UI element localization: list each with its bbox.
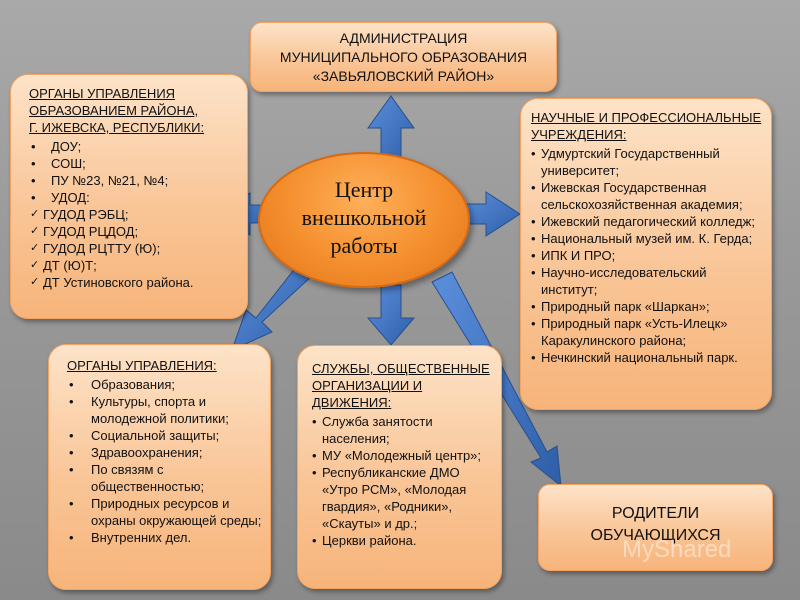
education-bodies-title-2: ОБРАЗОВАНИЕМ РАЙОНА, <box>29 103 199 118</box>
list-item: Культуры, спорта и молодежной политики; <box>67 393 262 427</box>
arrow-to-services <box>366 284 416 346</box>
list-item: По связям с общественностью; <box>67 461 262 495</box>
education-bodies-box: ОРГАНЫ УПРАВЛЕНИЯ ОБРАЗОВАНИЕМ РАЙОНА, Г… <box>10 74 248 319</box>
list-item: Ижевский педагогический колледж; <box>531 213 763 230</box>
arrow-to-science <box>461 191 521 237</box>
list-item: Здравоохранения; <box>67 444 262 461</box>
parents-box: РОДИТЕЛИ ОБУЧАЮЩИХСЯ <box>538 484 773 571</box>
education-bodies-title-3: Г. ИЖЕВСКА, РЕСПУБЛИКИ: <box>29 120 205 135</box>
admin-line-3: «ЗАВЬЯЛОВСКИЙ РАЙОН» <box>312 68 495 84</box>
list-item: Удмуртский Государственный университет; <box>531 145 763 179</box>
list-item: ДОУ; <box>29 138 239 155</box>
list-item: Церкви района. <box>312 532 493 549</box>
list-item: ИПК И ПРО; <box>531 247 763 264</box>
science-institutions-box: НАУЧНЫЕ И ПРОФЕССИОНАЛЬНЫЕ УЧРЕЖДЕНИЯ: У… <box>520 98 772 410</box>
management-bodies-list: Образования; Культуры, спорта и молодежн… <box>67 376 262 546</box>
list-item: Ижевская Государственная сельскохозяйств… <box>531 179 763 213</box>
list-item: МУ «Молодежный центр»; <box>312 447 493 464</box>
list-item: УДОД: <box>29 189 239 206</box>
list-item: СОШ; <box>29 155 239 172</box>
watermark: MyShared <box>622 536 732 563</box>
admin-box: АДМИНИСТРАЦИЯ МУНИЦИПАЛЬНОГО ОБРАЗОВАНИЯ… <box>250 22 557 92</box>
services-title-1: СЛУЖБЫ, ОБЩЕСТВЕННЫЕ <box>312 361 490 376</box>
list-item: Природный парк «Усть-Илецк» Каракулинско… <box>531 315 763 349</box>
arrow-to-management-bodies <box>231 261 315 351</box>
sub-list-item: ГУДОД РЭБЦ; <box>29 206 239 223</box>
center-line-1: Центр <box>334 177 394 202</box>
list-item: ПУ №23, №21, №4; <box>29 172 239 189</box>
list-item: Национальный музей им. К. Герда; <box>531 230 763 247</box>
sub-list-item: ГУДОД РЦДОД; <box>29 223 239 240</box>
sub-list-item: ДТ Устиновского района. <box>29 274 239 291</box>
center-line-2: внешкольной <box>301 205 427 230</box>
science-title-1: НАУЧНЫЕ И ПРОФЕССИОНАЛЬНЫЕ <box>531 110 762 125</box>
services-box: СЛУЖБЫ, ОБЩЕСТВЕННЫЕ ОРГАНИЗАЦИИ И ДВИЖЕ… <box>297 345 502 589</box>
list-item: Нечкинский национальный парк. <box>531 349 763 366</box>
list-item: Научно-исследовательский институт; <box>531 264 763 298</box>
admin-line-1: АДМИНИСТРАЦИЯ <box>339 30 468 46</box>
services-title-2: ОРГАНИЗАЦИИ И <box>312 378 423 393</box>
list-item: Образования; <box>67 376 262 393</box>
parents-line-2: ОБУЧАЮЩИХСЯ <box>590 527 721 544</box>
list-item: Социальной защиты; <box>67 427 262 444</box>
list-item: Служба занятости населения; <box>312 413 493 447</box>
science-title-2: УЧРЕЖДЕНИЯ: <box>531 127 627 142</box>
list-item: Республиканские ДМО «Утро РСМ», «Молодая… <box>312 464 493 532</box>
science-list: Удмуртский Государственный университет; … <box>531 145 763 366</box>
education-bodies-title-1: ОРГАНЫ УПРАВЛЕНИЯ <box>29 86 176 101</box>
center-line-3: работы <box>330 233 398 258</box>
management-bodies-box: ОРГАНЫ УПРАВЛЕНИЯ: Образования; Культуры… <box>48 344 271 590</box>
sub-list-item: ГУДОД РЦТТУ (Ю); <box>29 240 239 257</box>
list-item: Природный парк «Шаркан»; <box>531 298 763 315</box>
admin-line-2: МУНИЦИПАЛЬНОГО ОБРАЗОВАНИЯ <box>279 49 528 65</box>
parents-line-1: РОДИТЕЛИ <box>611 505 700 522</box>
center-ellipse: Центр внешкольной работы <box>258 152 470 288</box>
list-item: Природных ресурсов и охраны окружающей с… <box>67 495 262 529</box>
management-bodies-title: ОРГАНЫ УПРАВЛЕНИЯ: <box>67 358 217 373</box>
sub-list-item: ДТ (Ю)Т; <box>29 257 239 274</box>
education-bodies-list: ДОУ; СОШ; ПУ №23, №21, №4; УДОД: ГУДОД Р… <box>29 138 239 291</box>
list-item: Внутренних дел. <box>67 529 262 546</box>
services-title-3: ДВИЖЕНИЯ: <box>312 395 392 410</box>
services-list: Служба занятости населения; МУ «Молодежн… <box>312 413 493 549</box>
